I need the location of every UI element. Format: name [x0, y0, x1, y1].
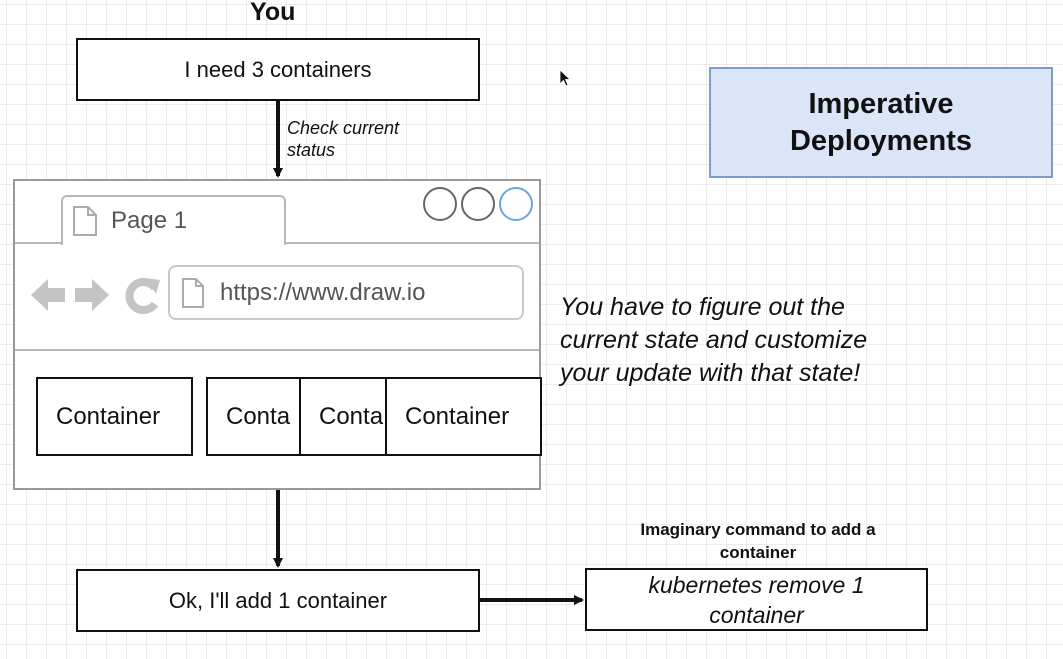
tab-label: Page 1	[111, 207, 188, 234]
command-box: kubernetes remove 1 container	[585, 568, 928, 631]
window-button-1[interactable]	[423, 187, 457, 221]
container-box: Conta	[206, 377, 310, 456]
actor-label: You	[250, 0, 296, 26]
url-text: https://www.draw.io	[220, 278, 426, 306]
container-box: Conta	[299, 377, 397, 456]
reload-icon[interactable]	[125, 278, 160, 314]
forward-arrow-icon[interactable]	[75, 279, 109, 311]
page-icon	[182, 277, 204, 308]
nav-buttons	[31, 278, 160, 314]
window-button-3[interactable]	[499, 187, 533, 221]
title-box: Imperative Deployments	[709, 67, 1053, 178]
container-box: Container	[36, 377, 193, 456]
diagram-title: Imperative Deployments	[789, 87, 973, 157]
check-status-label: Check current status	[287, 118, 400, 160]
browser-tab[interactable]: Page 1	[61, 195, 286, 245]
window-button-2[interactable]	[461, 187, 495, 221]
command-text: kubernetes remove 1 container	[648, 571, 865, 628]
address-bar[interactable]: https://www.draw.io	[168, 265, 524, 320]
toolbar-divider	[15, 349, 539, 351]
mouse-cursor-icon	[559, 69, 572, 87]
page-icon	[73, 206, 97, 236]
state-note: You have to figure out the current state…	[560, 293, 868, 387]
back-arrow-icon[interactable]	[31, 279, 65, 311]
container-box: Container	[385, 377, 542, 456]
command-label: Imaginary command to add a container	[640, 520, 876, 562]
request-box: I need 3 containers	[76, 38, 480, 101]
response-box: Ok, I'll add 1 container	[76, 569, 480, 632]
